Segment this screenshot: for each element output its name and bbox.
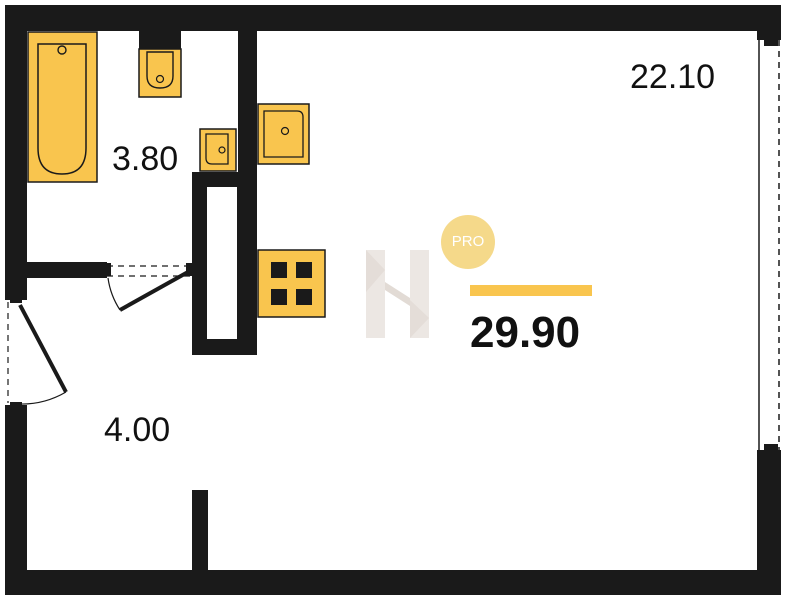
wall-bath-hall [27, 262, 107, 278]
wall-bottom [5, 570, 781, 595]
toilet-icon [138, 31, 182, 98]
window-icon [757, 40, 781, 450]
wall-right-upper [757, 5, 781, 40]
bathroom-door-icon [104, 263, 193, 312]
wall-stub-bottom [192, 490, 208, 570]
sink-icon [199, 128, 237, 172]
wall-left-upper [5, 5, 27, 300]
hallway-area-label: 4.00 [104, 411, 171, 449]
stove-icon [257, 249, 326, 318]
column-void [207, 187, 237, 339]
wall-left-lower [5, 405, 27, 595]
logo-icon [366, 250, 429, 338]
door-icon [5, 296, 68, 409]
walls [5, 5, 781, 595]
kitchen-sink-icon [257, 103, 310, 165]
pro-badge [441, 215, 495, 269]
living-area-label: 22.10 [630, 58, 716, 96]
total-area-value: 29.90 [470, 308, 581, 357]
accent-bar [470, 285, 592, 296]
wall-right-lower [757, 450, 781, 595]
pro-badge-label: PRO [451, 233, 485, 250]
wall-top [5, 5, 781, 31]
bathtub-icon [27, 31, 98, 183]
bathroom-area-label: 3.80 [112, 140, 179, 178]
